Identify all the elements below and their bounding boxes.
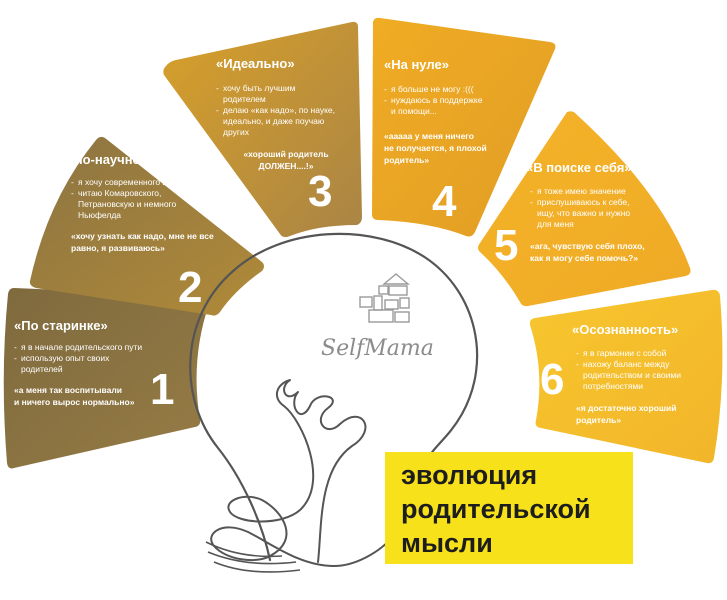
stage-5-content: «В поиске себя» я тоже имею значение при…	[526, 160, 686, 290]
stage-5-quote: «ага, чувствую себя плохо, как я могу се…	[530, 241, 645, 263]
banner-line-2: родительской	[401, 494, 591, 524]
stage-4-bullets: я больше не могу :((( нуждаюсь в поддерж…	[384, 84, 524, 117]
stage-6-content: «Осознанность» я в гармонии с собой нахо…	[572, 322, 722, 442]
stage-1-title: «По старинке»	[14, 318, 108, 333]
stage-2-number-box: 2	[178, 266, 218, 316]
stage-1-number-box: 1	[150, 368, 190, 418]
banner-line-3: мысли	[401, 528, 493, 558]
stage-5-bullet: я тоже имею значение	[530, 186, 686, 197]
stage-5-bullet: прислушиваюсь к себе, ищу, что важно и н…	[530, 197, 686, 230]
stage-5-number: 5	[494, 221, 519, 270]
stage-3-quote: «хороший родитель ДОЛЖЕН....!»	[243, 149, 329, 171]
stage-1-segment	[3, 288, 210, 469]
stage-5-title: «В поиске себя»	[526, 160, 632, 175]
stage-3-bullet: хочу быть лучшим родителем	[216, 83, 356, 105]
lightbulb-base-coil	[205, 541, 301, 573]
stage-3-number-box: 3	[308, 170, 348, 220]
stage-6-bullet: нахожу баланс между родительством и свои…	[576, 359, 722, 392]
stage-2-content: «По-научному» я хочу современного взгляд…	[66, 152, 276, 282]
stage-4-content: «На нуле» я больше не могу :((( нуждаюсь…	[384, 57, 524, 187]
stage-3-content: «Идеально» хочу быть лучшим родителем де…	[216, 56, 356, 196]
stage-2-bullet: читаю Комаровского, Петрановскую и немно…	[71, 188, 276, 221]
stage-5-bullets: я тоже имею значение прислушиваюсь к себ…	[530, 186, 686, 230]
logo-name: SelfMama	[321, 336, 434, 361]
stage-2-title: «По-научному»	[66, 152, 165, 167]
stage-6-bullets: я в гармонии с собой нахожу баланс между…	[576, 348, 722, 392]
lightbulb-outline	[189, 232, 479, 562]
stage-2-bullet: я хочу современного взгляда	[71, 177, 276, 188]
stage-4-segment	[372, 17, 556, 237]
stage-6-number: 6	[540, 355, 565, 404]
stage-6-quote: «я достаточно хороший родитель»	[576, 403, 677, 425]
stage-2-bullets: я хочу современного взгляда читаю Комаро…	[71, 177, 276, 221]
stage-4-bullet: нуждаюсь в поддержке и помощи...	[384, 95, 524, 117]
stage-4-quote: «ааааа у меня ничего не получается, я пл…	[384, 131, 487, 165]
stage-6-number-box: 6	[540, 358, 580, 408]
stage-1-bullet: использую опыт своих родителей	[14, 353, 204, 375]
lightbulb-filament	[210, 379, 391, 567]
stage-4-title: «На нуле»	[384, 57, 449, 72]
stage-1-content: «По старинке» я в начале родительского п…	[14, 318, 204, 448]
house-blocks-icon	[359, 273, 410, 323]
stage-4-number: 4	[432, 177, 457, 226]
stage-3-bullet: делаю «как надо», по науке, идеально, и …	[216, 105, 356, 138]
stage-6-bullet: я в гармонии с собой	[576, 348, 722, 359]
stage-2-number: 2	[178, 263, 203, 312]
stage-3-title: «Идеально»	[216, 56, 295, 71]
stage-1-quote: «а меня так воспитывали и ничего вырос н…	[14, 385, 135, 407]
stage-1-bullets: я в начале родительского пути использую …	[14, 342, 204, 375]
stage-1-number: 1	[150, 365, 175, 414]
title-banner: эволюция родительской мысли	[385, 452, 633, 564]
stage-3-bullets: хочу быть лучшим родителем делаю «как на…	[216, 83, 356, 138]
stage-6-title: «Осознанность»	[572, 322, 679, 337]
stage-1-bullet: я в начале родительского пути	[14, 342, 204, 353]
stage-5-number-box: 5	[494, 224, 534, 274]
stage-2-quote: «хочу узнать как надо, мне не все равно,…	[71, 231, 214, 253]
stage-3-number: 3	[308, 167, 333, 216]
banner-line-1: эволюция	[401, 460, 538, 490]
stage-4-bullet: я больше не могу :(((	[384, 84, 524, 95]
stage-4-number-box: 4	[432, 180, 472, 230]
